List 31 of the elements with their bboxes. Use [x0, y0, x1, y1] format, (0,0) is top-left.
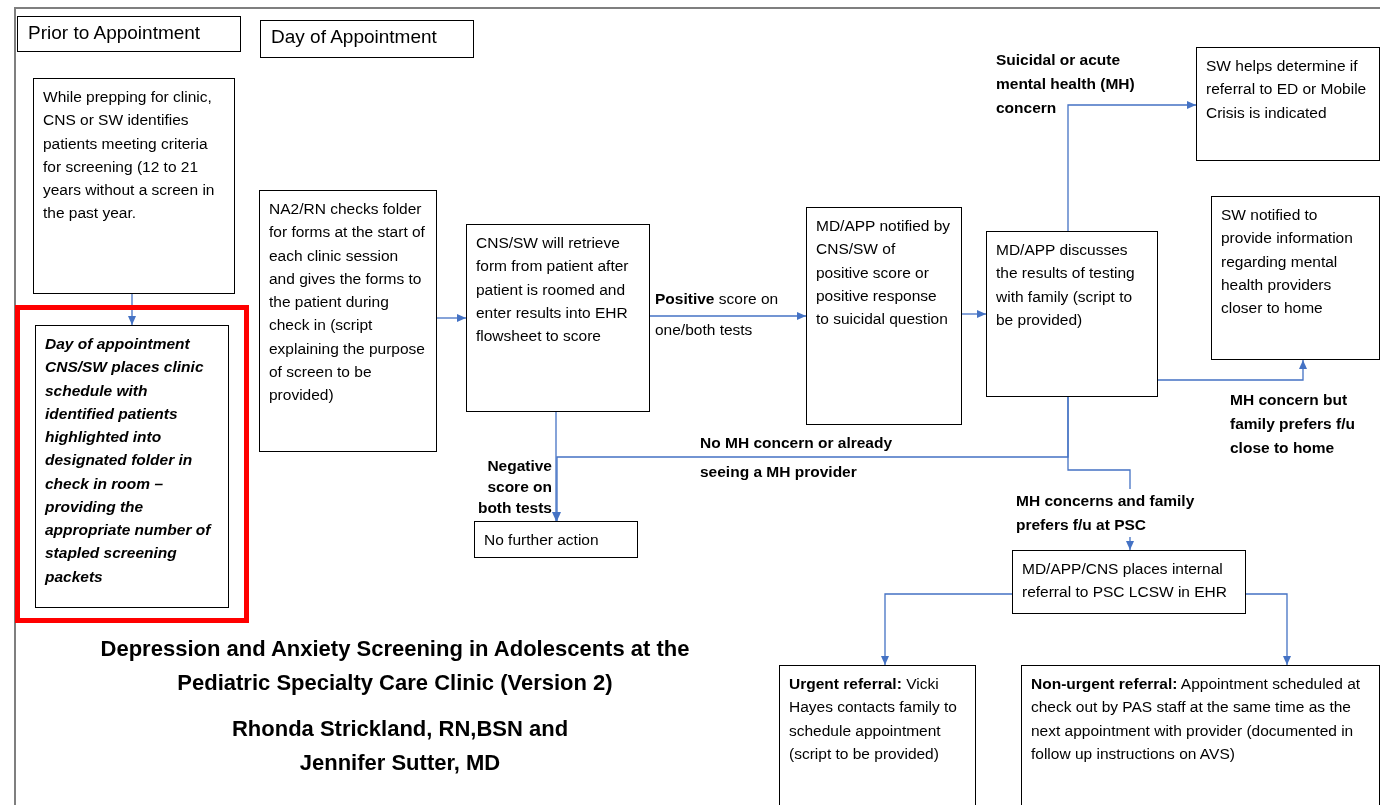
arrow [881, 593, 1013, 666]
process-box: MD/APP discusses the results of testing with family (script to be provided) [986, 231, 1158, 397]
arrow [128, 293, 136, 326]
arrow [961, 310, 987, 318]
process-box: MD/APP/CNS places internal referral to PSC LCSW in EHR [1012, 550, 1246, 614]
process-box: NA2/RN checks folder for forms at the start of each clinic session and gives the forms to the patient during check in (script explaining the purpose of screen to be provided) [259, 190, 437, 452]
phase-header-box: Day of Appointment [260, 20, 474, 58]
arrow [649, 312, 807, 320]
arrow [436, 314, 467, 322]
edge-label: Negative score on both tests [476, 456, 552, 518]
process-box: Urgent referral: Vicki Hayes contacts family to schedule appointment (script to be provided) [779, 665, 976, 805]
author-credit: Rhonda Strickland, RN,BSN and Jennifer Sutter, MD [230, 715, 570, 778]
arrow [552, 411, 560, 522]
arrow [1157, 359, 1307, 381]
arrow [1245, 593, 1291, 666]
phase-header-box: Prior to Appointment [17, 16, 241, 52]
highlight-frame [15, 305, 249, 623]
process-box: CNS/SW will retrieve form from patient after patient is roomed and enter results into EHR flowsheet to score [466, 224, 650, 412]
process-box: Day of appointment CNS/SW places clinic schedule with identified patients highlighted into designated folder in check in room – providing the appropriate number of stapled screening packets [35, 325, 229, 608]
process-box: While prepping for clinic, CNS or SW identifies patients meeting criteria for screening (12 to 21 years without a screen in the past year. [33, 78, 235, 294]
process-box: SW notified to provide information regarding mental health providers closer to home [1211, 196, 1380, 360]
edge-label: MH concern but family prefers f/u close to home [1230, 390, 1356, 458]
edge-label: Suicidal or acute mental health (MH) concern [996, 50, 1136, 118]
arrow [1067, 101, 1197, 232]
process-box: SW helps determine if referral to ED or Mobile Crisis is indicated [1196, 47, 1380, 161]
edge-label: No MH concern or already seeing a MH provider [700, 433, 894, 482]
process-box: Non-urgent referral: Appointment scheduled at check out by PAS staff at the same time as the next appointment with provider (documented in follow up instructions on AVS) [1021, 665, 1380, 805]
process-box: No further action [474, 521, 638, 559]
diagram-title: Depression and Anxiety Screening in Adolescents at the Pediatric Specialty Care Clinic (Version 2) [99, 635, 691, 698]
process-box: MD/APP notified by CNS/SW of positive score or positive response to suicidal question [806, 207, 962, 425]
edge-label: Positive score on one/both tests [655, 289, 780, 340]
